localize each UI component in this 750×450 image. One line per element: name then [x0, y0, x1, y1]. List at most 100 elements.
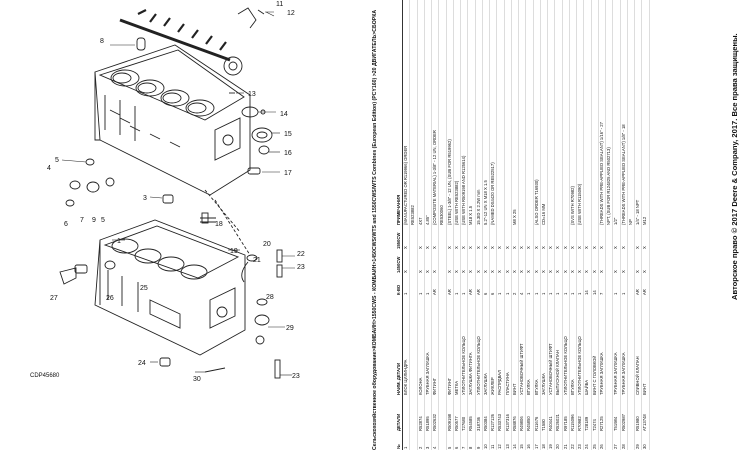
table-cell: 1 [525, 274, 533, 296]
table-cell: ФИТИНГ [446, 296, 454, 396]
table-cell [583, 0, 591, 226]
callout-5: 5 [55, 157, 59, 164]
table-cell [627, 396, 635, 432]
table-cell: X [518, 250, 526, 274]
table-cell: ЗАГЛУШКА ФИТИНГА [467, 296, 475, 396]
table-cell: X [417, 226, 425, 250]
table-cell [438, 396, 446, 432]
table-cell: X [612, 226, 620, 250]
table-cell: X [634, 250, 642, 274]
parts-list-panel: Сельскохозяйственное оборудование>КОМБАЙ… [370, 0, 750, 450]
table-cell: 1 [612, 274, 620, 296]
table-cell: X [583, 226, 591, 250]
lower-small-parts [59, 217, 283, 379]
table-cell: 1/4" - 18 NPT [634, 0, 642, 226]
table-cell: 27 [612, 432, 620, 450]
table-cell: 5.2"-12 UN X M18 X 1.5 [482, 0, 490, 226]
table-cell: 1 [540, 274, 548, 296]
table-cell: X [634, 226, 642, 250]
table-cell: 25 [591, 432, 599, 450]
table-cell: T27680 [460, 396, 468, 432]
table-cell: R51895 [424, 396, 432, 432]
table-cell: (COMPOSITE MATERIAL) 1-3/8" - 12 UN, ORD… [431, 0, 439, 226]
table-cell: X [533, 226, 541, 250]
table-cell: T1580 [540, 396, 548, 432]
table-cell: X [569, 226, 577, 250]
table-cell: 5 [446, 432, 454, 450]
table-cell: (THREADS WITH PRE-APPLIED SEALANT) 1/16"… [598, 0, 606, 226]
table-cell: 1 [496, 274, 504, 296]
table-cell: X [453, 226, 461, 250]
upper-cylinder-block [94, 44, 251, 196]
table-cell: X [540, 226, 548, 250]
lower-cylinder-block [94, 219, 246, 356]
table-cell: (USE WITH R509198 AND R125614) [460, 0, 468, 226]
table-cell: NPT, (SUB FOR R124825 AND R502713) [605, 0, 613, 226]
table-cell: R127126 [489, 396, 497, 432]
callout-13: 13 [248, 91, 256, 98]
table-cell: X [453, 250, 461, 274]
table-cell: X [591, 250, 599, 274]
table-cell: УПЛОТНИТЕЛЬНОЕ КОЛЬЦО [460, 296, 468, 396]
table-cell [547, 0, 555, 226]
table-cell: X [475, 226, 483, 250]
table-cell [409, 396, 417, 432]
table-cell: X [467, 226, 475, 250]
table-cell: X [641, 226, 649, 250]
table-cell: X [641, 250, 649, 274]
table-cell: ТРУБНАЯ ЗАГЛУШКА [620, 296, 628, 396]
table-cell: M18 X 1.5 [467, 0, 475, 226]
table-cell: X [554, 226, 562, 250]
table-cell: X [612, 250, 620, 274]
table-row: RE523882 [409, 0, 417, 450]
table-cell: X [402, 226, 410, 250]
callout-18: 18 [215, 221, 223, 228]
table-cell: X [482, 250, 490, 274]
table-cell: X [482, 226, 490, 250]
table-row: NP [627, 0, 635, 450]
column-header: 1550CW [394, 226, 403, 250]
table-cell: X [576, 250, 584, 274]
table-cell: X [460, 250, 468, 274]
callout-27: 27 [50, 295, 58, 302]
table-cell [438, 296, 446, 396]
table-cell [504, 0, 512, 226]
table-cell: X [540, 250, 548, 274]
table-cell: 7 [598, 274, 606, 296]
callout-20: 20 [263, 241, 271, 248]
table-row: NPT, (SUB FOR R124825 AND R502713) [605, 0, 613, 450]
table-cell: 1 [569, 274, 577, 296]
table-cell [605, 250, 613, 274]
table-cell [438, 226, 446, 250]
table-cell: ЗАГЛУШКА [482, 296, 490, 396]
table-cell: 1 [547, 274, 555, 296]
table-cell: (USE WITH R115090) [576, 0, 584, 226]
table-cell: X [424, 250, 432, 274]
table-cell: (MANUFACTURED OR R119966) ORDER [402, 0, 410, 226]
table-cell: X [576, 226, 584, 250]
callout-22: 22 [297, 251, 305, 258]
callout-12: 12 [287, 10, 295, 17]
table-cell: 17 [533, 432, 541, 450]
table-cell: 1 [453, 274, 461, 296]
table-cell: ВТУЛКА [569, 296, 577, 396]
table-cell: T28189 [583, 396, 591, 432]
table-cell: 1 [554, 274, 562, 296]
callout-5-b: 5 [101, 217, 105, 224]
table-cell: УПЛОТНИТЕЛЬНОЕ КОЛЬЦО [576, 296, 584, 396]
table-cell [438, 250, 446, 274]
table-cell: R115096 [569, 396, 577, 432]
table-cell: R45850 [525, 396, 533, 432]
table-cell: R11676 [533, 396, 541, 432]
table-cell: R58876 [511, 396, 519, 432]
table-cell: X [533, 250, 541, 274]
